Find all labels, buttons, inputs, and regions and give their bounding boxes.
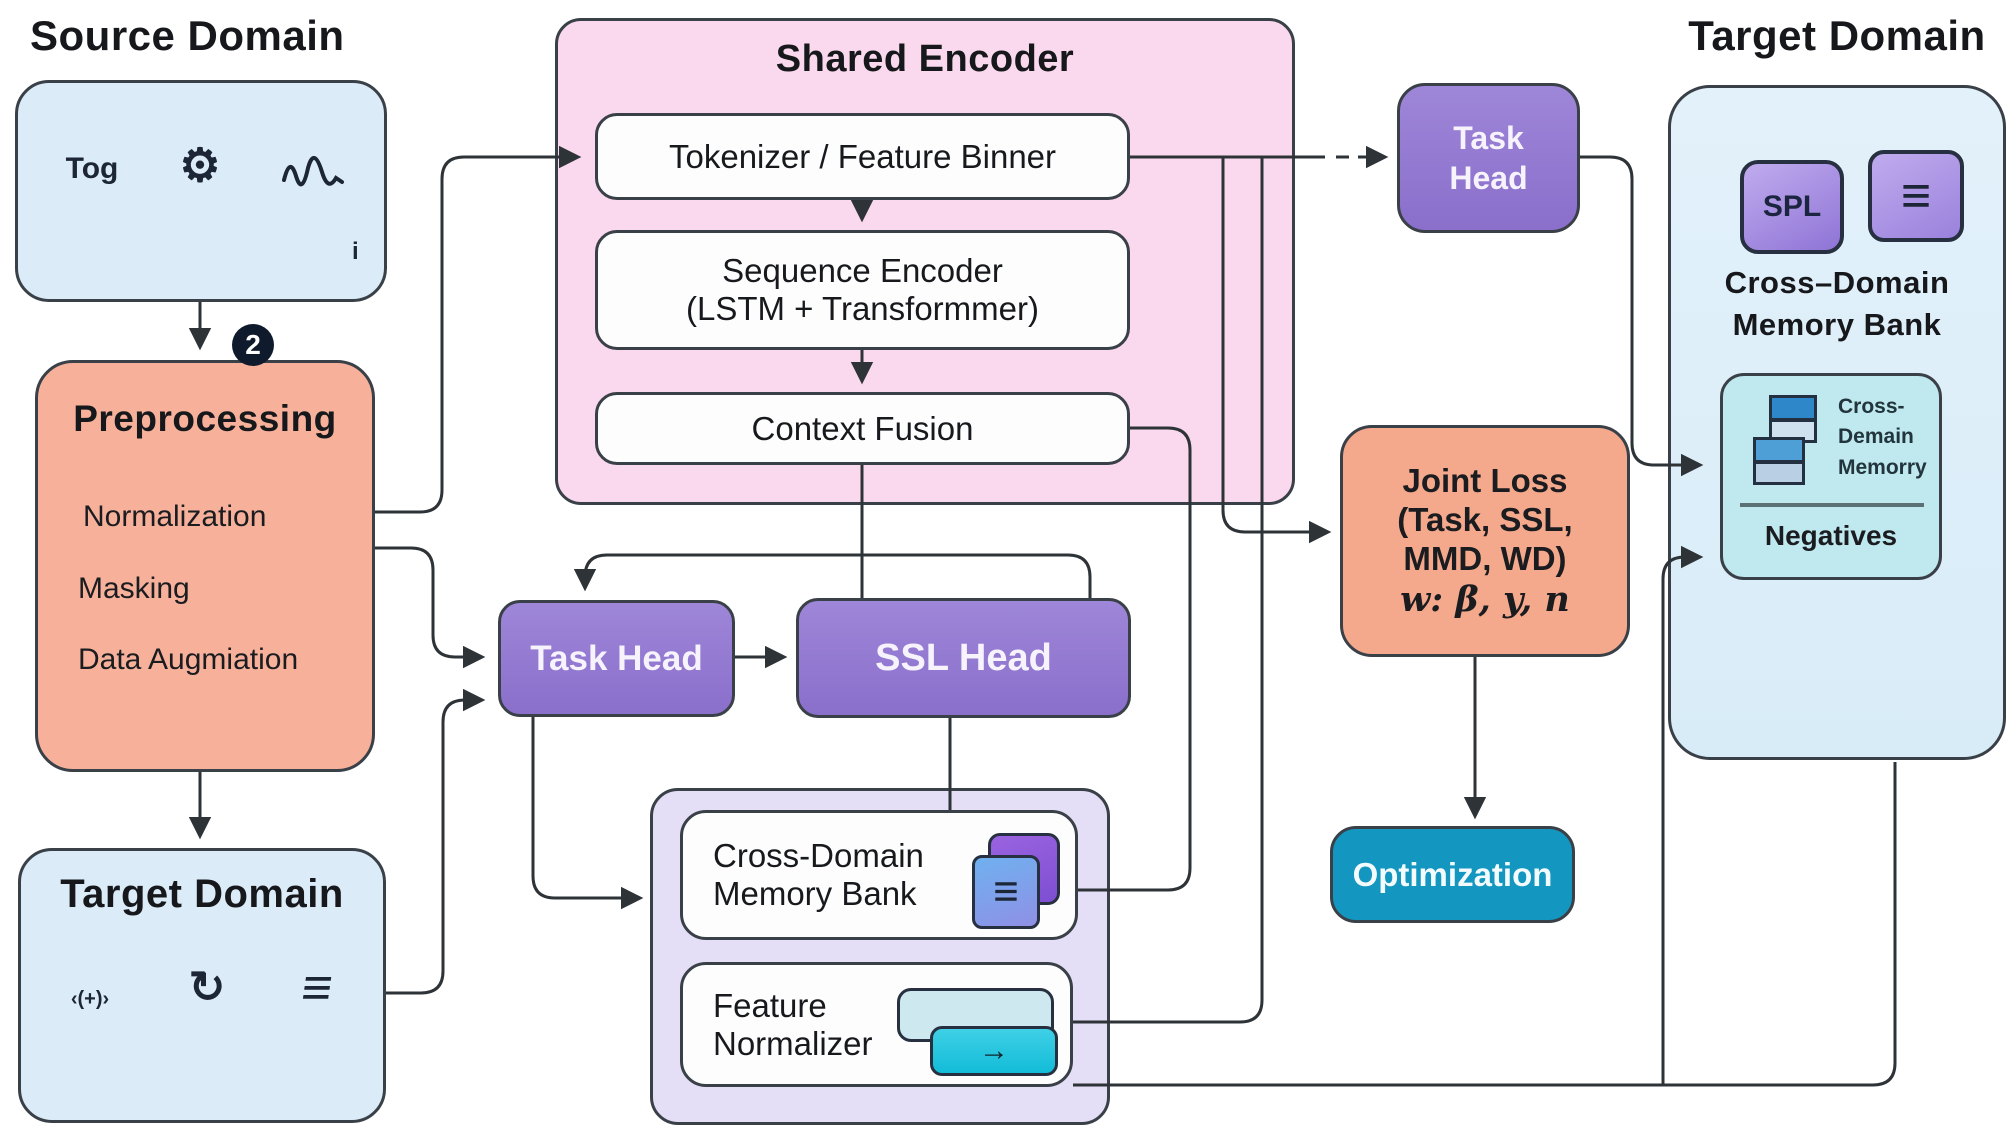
feature-normalizer-line1: Feature [713, 986, 827, 1024]
ssl-head-box: SSL Head [796, 598, 1131, 718]
task-head-right-line2: Head [1449, 160, 1528, 196]
cross-demain-line1: Cross- [1838, 395, 1905, 418]
target-domain-left-title: Target Domain [60, 872, 344, 916]
connector-taskhead-to-memorygroup [531, 717, 644, 910]
connector-ssl-loop-to-taskhead [573, 553, 1092, 598]
optimization-box: Optimization [1330, 826, 1575, 923]
joint-loss-weights: w: β, y, n [1400, 578, 1570, 620]
sequence-encoder-line2: (LSTM + Transformmer) [686, 290, 1039, 327]
source-note-text: i [352, 238, 359, 265]
sequence-encoder-line1: Sequence Encoder [722, 252, 1003, 289]
source-domain-title: Source Domain [30, 12, 345, 59]
preprocessing-title: Preprocessing [73, 398, 337, 439]
right-doc2-front-icon: ≡ [1868, 150, 1964, 242]
spl-badge-icon: SPL [1740, 160, 1844, 254]
source-domain-panel [15, 80, 387, 302]
connector-targetleft-to-taskhead [386, 688, 486, 995]
preprocessing-item-normalization: Normalization [83, 500, 267, 533]
connector-longline-to-negatives [1661, 545, 1704, 1085]
refresh-icon: ↻ [188, 963, 226, 1012]
cross-demain-memory-text: Cross- Demain Memorry [1838, 392, 1927, 483]
connector-branch-to-normalizer [1073, 157, 1264, 1024]
target-domain-right-title: Target Domain [1688, 12, 1986, 59]
preprocessing-item-masking: Masking [78, 572, 190, 605]
waveform-icon [282, 156, 344, 187]
task-head-box: Task Head [498, 600, 735, 717]
negatives-divider [1740, 503, 1924, 507]
joint-loss-line3: MMD, WD) [1403, 539, 1567, 577]
joint-loss-line1: Joint Loss [1402, 461, 1568, 499]
joint-loss-box: Joint Loss (Task, SSL, MMD, WD) w: β, y,… [1340, 425, 1630, 657]
feature-normalizer-line2: Normalizer [713, 1024, 873, 1062]
connector-preprocessing-to-taskhead [375, 546, 486, 669]
memory-bank-line2: Memory Bank [713, 875, 917, 912]
connector-righttaskhead-to-memory [1580, 155, 1704, 477]
right-memory-caption: Cross–Domain Memory Bank [1668, 262, 2006, 346]
memory-bank-doc-front-icon: ≡ [972, 855, 1040, 929]
cross-demain-line2: Demain [1838, 425, 1914, 449]
step-2-badge: 2 [232, 324, 274, 366]
document-lines-icon: ≡ [297, 959, 337, 1017]
target-domain-left-panel [18, 848, 386, 1123]
tokenizer-box: Tokenizer / Feature Binner [595, 113, 1130, 200]
task-head-right-line1: Task [1453, 120, 1524, 156]
connector-preprocessing-to-tokenizer [375, 145, 582, 514]
negatives-label: Negatives [1764, 520, 1898, 551]
normalizer-front-rect: → [930, 1026, 1058, 1076]
connector-branch-to-jointloss [1221, 157, 1332, 544]
preprocessing-box [35, 360, 375, 772]
sequence-encoder-box: Sequence Encoder (LSTM + Transformmer) [595, 230, 1130, 350]
preprocessing-item-augmentation: Data Augmiation [78, 643, 299, 676]
log-folder-label: Tog [65, 152, 119, 185]
shared-encoder-title: Shared Encoder [775, 38, 1075, 80]
joint-loss-line2: (Task, SSL, [1397, 500, 1573, 538]
cross-demain-line3: Memorry [1838, 455, 1927, 479]
connector-context-to-memorybank [1078, 426, 1192, 892]
gear-icon: ⚙ [179, 139, 221, 191]
right-memory-caption-line1: Cross–Domain [1724, 265, 1950, 300]
memory-bank-line1: Cross-Domain [713, 837, 924, 874]
right-memory-caption-line2: Memory Bank [1732, 306, 1942, 342]
task-head-right-box: Task Head [1397, 83, 1580, 233]
connector-longline-to-rightpanel [1663, 762, 1897, 1087]
memory-grid-icon [1753, 395, 1823, 487]
code-file-label: ‹(+)› [70, 988, 110, 1010]
context-fusion-box: Context Fusion [595, 392, 1130, 465]
